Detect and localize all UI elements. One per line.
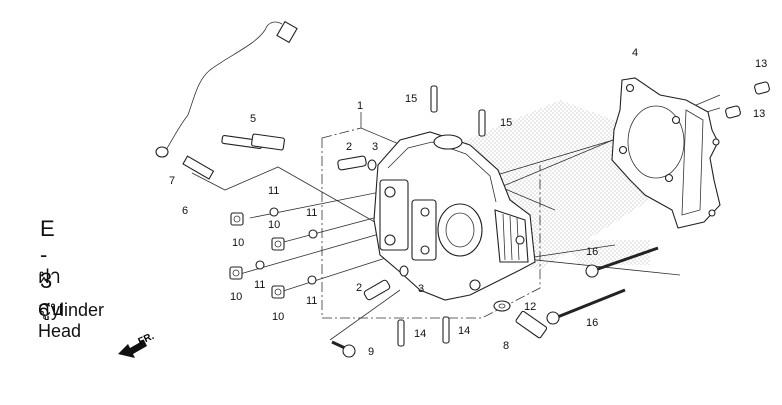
callout-label: 14 <box>414 328 426 340</box>
callout-label: 16 <box>586 246 598 258</box>
long-bolt[interactable] <box>546 288 626 325</box>
callout-label: 12 <box>524 301 536 313</box>
callout-label: 3 <box>372 141 378 153</box>
title-english: Cylinder Head <box>38 300 105 341</box>
callout-label: 3 <box>418 283 424 295</box>
section-code: E - 3 <box>40 216 56 293</box>
callout-label: 2 <box>346 141 352 153</box>
cap-nut[interactable] <box>229 266 243 280</box>
stud-bolt[interactable] <box>397 319 405 347</box>
callout-label: 10 <box>232 237 244 249</box>
callout-label: 15 <box>405 93 417 105</box>
dowel-pin[interactable] <box>725 105 741 119</box>
callout-label: 11 <box>306 295 317 307</box>
sealing-washer[interactable] <box>493 300 511 312</box>
callout-label: 10 <box>230 291 242 303</box>
callout-label: 16 <box>586 317 598 329</box>
washer[interactable] <box>307 275 317 285</box>
valve-guide-upper[interactable] <box>337 155 367 171</box>
washer[interactable] <box>269 207 279 217</box>
callout-label: 2 <box>356 282 362 294</box>
callout-label: 10 <box>272 311 284 323</box>
callout-labels: 1 2 3 2 3 4 5 6 7 8 9 10 10 10 10 11 11 … <box>169 47 767 358</box>
valve-guide-lower[interactable] <box>363 279 391 301</box>
long-bolt[interactable] <box>585 246 659 278</box>
direction-label: FR. <box>137 331 156 348</box>
stipple-shading-lower <box>560 240 650 265</box>
sensor-probe[interactable] <box>182 155 215 180</box>
stud-bolt[interactable] <box>430 85 438 113</box>
arrow-icon <box>118 340 147 358</box>
washer[interactable] <box>308 229 318 239</box>
callout-label: 5 <box>250 113 256 125</box>
cap-nut[interactable] <box>271 237 285 251</box>
callout-label: 13 <box>753 108 765 120</box>
spark-plug[interactable] <box>221 133 285 151</box>
cap-nut[interactable] <box>230 212 244 226</box>
callout-label: 10 <box>268 219 280 231</box>
washer[interactable] <box>255 260 265 270</box>
callout-label: 14 <box>458 325 470 337</box>
clip-upper[interactable] <box>367 159 377 171</box>
title-thai: ฝาสูบ <box>38 266 63 320</box>
callout-label: 7 <box>169 175 175 187</box>
callout-label: 8 <box>503 340 509 352</box>
stud-bolt[interactable] <box>478 109 486 137</box>
dowel-pin[interactable] <box>754 81 770 95</box>
flange-bolt[interactable] <box>331 340 356 358</box>
callout-label: 4 <box>632 47 638 59</box>
temperature-sensor[interactable] <box>515 310 548 339</box>
callout-label: 9 <box>368 346 374 358</box>
stud-bolt[interactable] <box>442 316 450 344</box>
sensor-wire[interactable] <box>155 20 298 158</box>
callout-label: 11 <box>254 279 265 291</box>
callout-label: 6 <box>182 205 188 217</box>
callout-label: 13 <box>755 58 767 70</box>
callout-label: 11 <box>306 207 317 219</box>
callout-label: 11 <box>268 185 279 197</box>
front-direction-arrow: FR. <box>118 331 156 358</box>
cylinder-head[interactable] <box>373 131 536 301</box>
callout-label: 1 <box>357 100 363 112</box>
callout-label: 15 <box>500 117 512 129</box>
cylinder-head-gasket[interactable] <box>611 77 721 229</box>
clip-lower[interactable] <box>399 265 409 277</box>
cap-nut[interactable] <box>271 285 285 299</box>
